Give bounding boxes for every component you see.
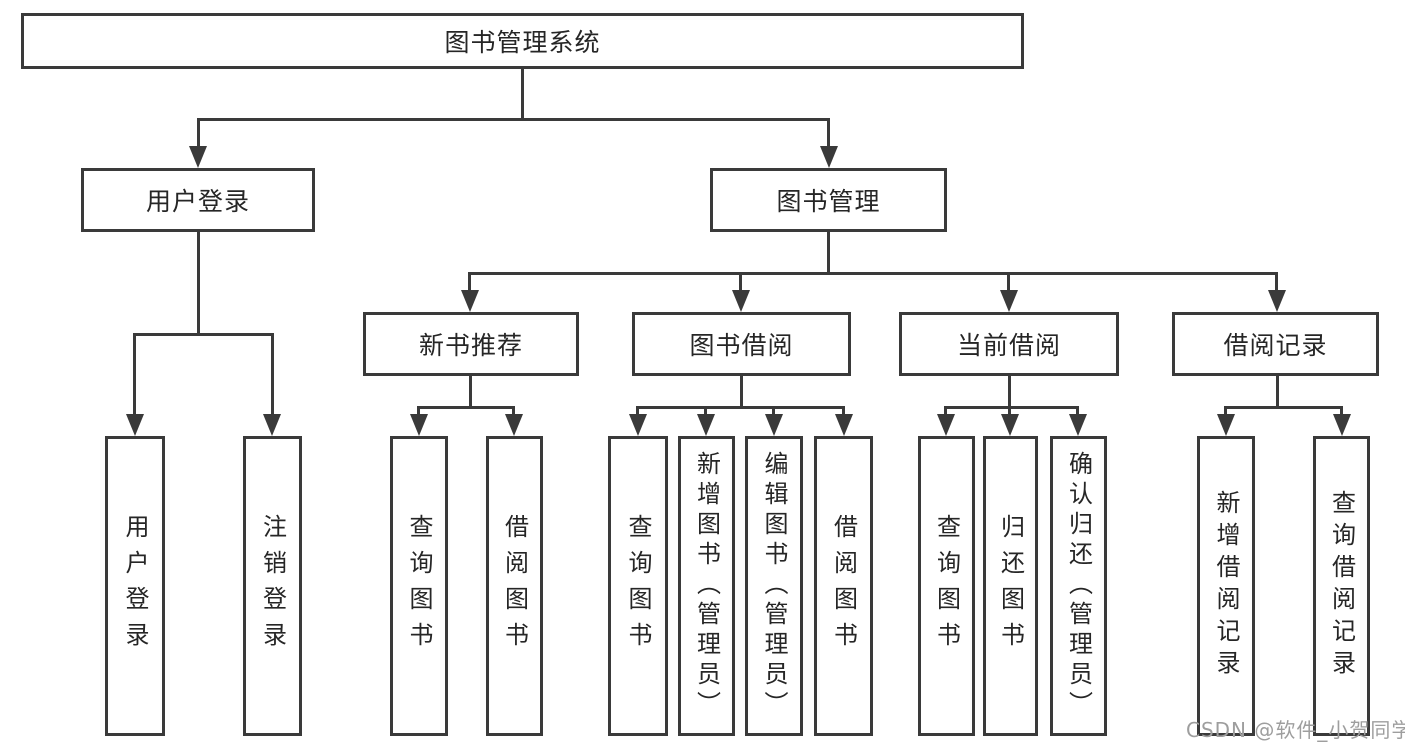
connector-line (944, 406, 1079, 409)
connector-line (1224, 406, 1227, 416)
node-current-borrowing: 当前借阅 (899, 312, 1119, 376)
node-borrow-records: 借阅记录 (1172, 312, 1379, 376)
connector-line (512, 406, 515, 416)
leaf-add-borrow-record: 新增借阅记录 (1197, 436, 1255, 736)
node-user-login: 用户登录 (81, 168, 315, 232)
leaf-logout: 注销登录 (243, 436, 302, 736)
leaf-borrowing-query-book: 查询图书 (608, 436, 668, 736)
connector-line (1275, 272, 1278, 292)
leaf-confirm-return-admin: 确认归还（管理员） (1050, 436, 1107, 736)
leaf-query-borrow-record: 查询借阅记录 (1313, 436, 1370, 736)
connector-line (1008, 406, 1011, 416)
connector-line (827, 118, 830, 147)
connector-line (944, 406, 947, 416)
arrowhead-down-icon (1333, 414, 1351, 436)
connector-line (133, 333, 136, 415)
connector-line (1276, 374, 1279, 408)
leaf-recommend-query-book: 查询图书 (390, 436, 448, 736)
arrowhead-down-icon (461, 290, 479, 312)
arrowhead-down-icon (410, 414, 428, 436)
connector-line (739, 272, 742, 292)
connector-line (468, 272, 1278, 275)
leaf-user-login: 用户登录 (105, 436, 165, 736)
leaf-return-book: 归还图书 (983, 436, 1038, 736)
leaf-recommend-borrow-book: 借阅图书 (486, 436, 543, 736)
arrowhead-down-icon (820, 146, 838, 168)
node-new-book-recommend: 新书推荐 (363, 312, 579, 376)
arrowhead-down-icon (732, 290, 750, 312)
connector-line (1224, 406, 1343, 409)
arrowhead-down-icon (629, 414, 647, 436)
connector-line (842, 406, 845, 416)
node-book-borrowing: 图书借阅 (632, 312, 851, 376)
arrowhead-down-icon (1000, 290, 1018, 312)
node-book-management: 图书管理 (710, 168, 947, 232)
connector-line (1007, 272, 1010, 292)
arrowhead-down-icon (835, 414, 853, 436)
connector-line (417, 406, 420, 416)
arrowhead-down-icon (189, 146, 207, 168)
arrowhead-down-icon (263, 414, 281, 436)
connector-line (271, 333, 274, 415)
arrowhead-down-icon (126, 414, 144, 436)
leaf-add-book-admin: 新增图书（管理员） (678, 436, 735, 736)
connector-line (827, 232, 830, 274)
arrowhead-down-icon (937, 414, 955, 436)
connector-line (1340, 406, 1343, 416)
arrowhead-down-icon (1268, 290, 1286, 312)
connector-line (772, 406, 775, 416)
connector-line (197, 118, 200, 147)
csdn-watermark: CSDN @软件_小贺同学 (1186, 718, 1405, 742)
connector-line (1008, 374, 1011, 408)
connector-line (521, 69, 524, 120)
arrowhead-down-icon (505, 414, 523, 436)
arrowhead-down-icon (1069, 414, 1087, 436)
leaf-borrowing-borrow-book: 借阅图书 (814, 436, 873, 736)
connector-line (704, 406, 707, 416)
node-root-library-system: 图书管理系统 (21, 13, 1024, 69)
connector-line (197, 118, 830, 121)
arrowhead-down-icon (765, 414, 783, 436)
leaf-edit-book-admin: 编辑图书（管理员） (745, 436, 803, 736)
connector-line (1076, 406, 1079, 416)
arrowhead-down-icon (697, 414, 715, 436)
connector-line (636, 406, 845, 409)
connector-line (133, 333, 274, 336)
leaf-current-query-book: 查询图书 (918, 436, 975, 736)
connector-line (417, 406, 515, 409)
connector-line (740, 374, 743, 408)
connector-line (468, 272, 471, 292)
connector-line (469, 374, 472, 408)
connector-line (197, 232, 200, 335)
arrowhead-down-icon (1001, 414, 1019, 436)
arrowhead-down-icon (1217, 414, 1235, 436)
connector-line (636, 406, 639, 416)
